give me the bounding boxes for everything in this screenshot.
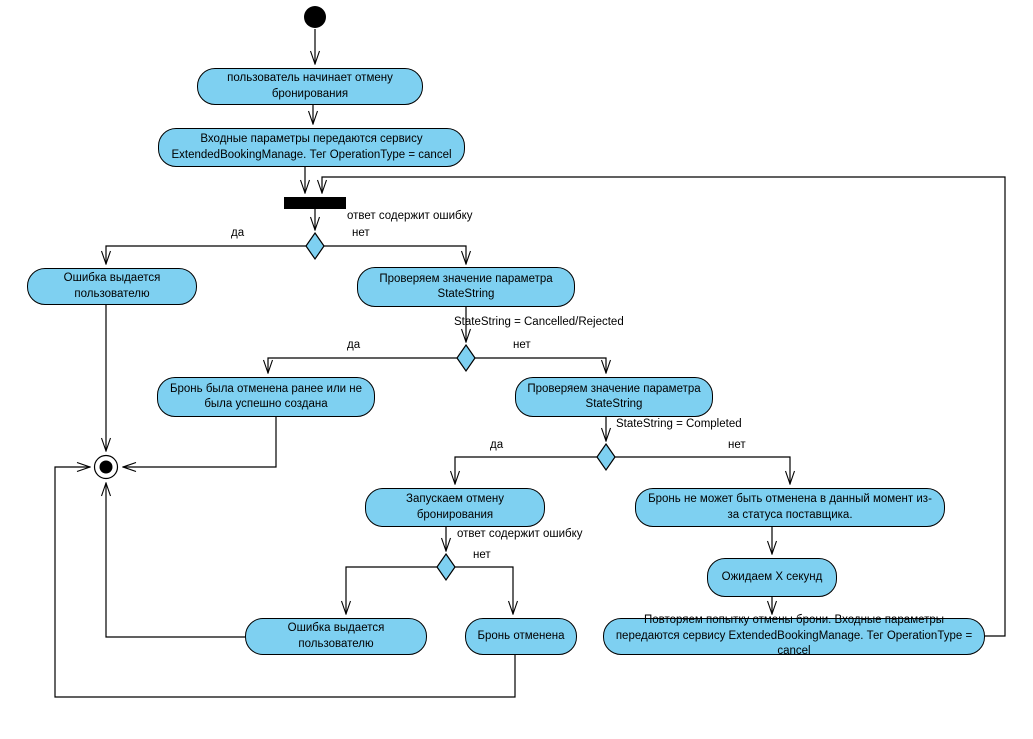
activity-wait-x-seconds: Ожидаем X секунд xyxy=(707,558,837,597)
edge-label-no-3: нет xyxy=(728,439,746,451)
edge-error-bottom-to-final xyxy=(106,483,245,638)
edge-decision2-yes-to-cancelled-earlier xyxy=(268,357,457,373)
activity-start-cancellation: Запускаем отмену бронирования xyxy=(365,488,545,527)
edge-decision1-no-to-check-statestring-1 xyxy=(324,245,466,264)
edge-label-no-2: нет xyxy=(513,339,531,351)
activity-error-shown-to-user-bottom: Ошибка выдается пользователю xyxy=(245,618,427,655)
activity-booking-cancelled: Бронь отменена xyxy=(465,618,577,655)
join-bar xyxy=(284,197,346,209)
activity-retry-cancellation: Повторяем попытку отмены брони. Входные … xyxy=(603,614,985,657)
decision-response-error-1 xyxy=(305,231,325,261)
edge-label-response-error-1: ответ содержит ошибку xyxy=(347,210,473,222)
edge-decision4-no-to-booking-cancelled xyxy=(455,566,513,614)
edge-booking-cancelled-to-final xyxy=(54,467,516,698)
initial-node xyxy=(304,6,326,28)
edge-decision1-yes-to-error-top xyxy=(106,245,306,264)
decision-statestring-completed xyxy=(596,442,616,472)
decision-response-error-2 xyxy=(436,552,456,582)
activity-user-starts-cancellation: пользователь начинает отмену бронировани… xyxy=(197,68,423,105)
activity-cannot-cancel-now: Бронь не может быть отменена в данный мо… xyxy=(635,488,945,527)
edge-decision3-no-to-cannot-cancel xyxy=(615,456,790,484)
edge-label-yes-2: да xyxy=(347,339,361,351)
edge-label-response-error-2: ответ содержит ошибку xyxy=(457,528,583,540)
activity-check-statestring-2: Проверяем значение параметра StateString xyxy=(515,377,713,417)
edge-label-no-4: нет xyxy=(473,549,491,561)
activity-booking-cancelled-earlier: Бронь была отменена ранее или не была ус… xyxy=(157,377,375,417)
edge-decision3-yes-to-start-cancellation xyxy=(455,456,597,484)
edge-label-yes-1: да xyxy=(231,227,245,239)
edge-decision4-to-error-bottom xyxy=(346,566,437,614)
edge-cancelled-earlier-to-final xyxy=(123,417,277,467)
activity-input-params-to-service: Входные параметры передаются сервису Ext… xyxy=(158,128,465,167)
edge-decision2-no-to-check-statestring-2 xyxy=(475,357,606,373)
activity-error-shown-to-user-top: Ошибка выдается пользователю xyxy=(27,268,197,305)
edge-label-yes-3: да xyxy=(490,439,504,451)
edge-label-statestring-cancelled: StateString = Cancelled/Rejected xyxy=(454,316,624,328)
decision-statestring-cancelled xyxy=(456,343,476,373)
activity-check-statestring-1: Проверяем значение параметра StateString xyxy=(357,267,575,307)
edge-label-no-1: нет xyxy=(352,227,370,239)
edge-label-statestring-completed: StateString = Completed xyxy=(616,418,742,430)
edge-retry-feedback-to-join-bar xyxy=(322,176,1006,637)
final-node xyxy=(93,454,119,480)
